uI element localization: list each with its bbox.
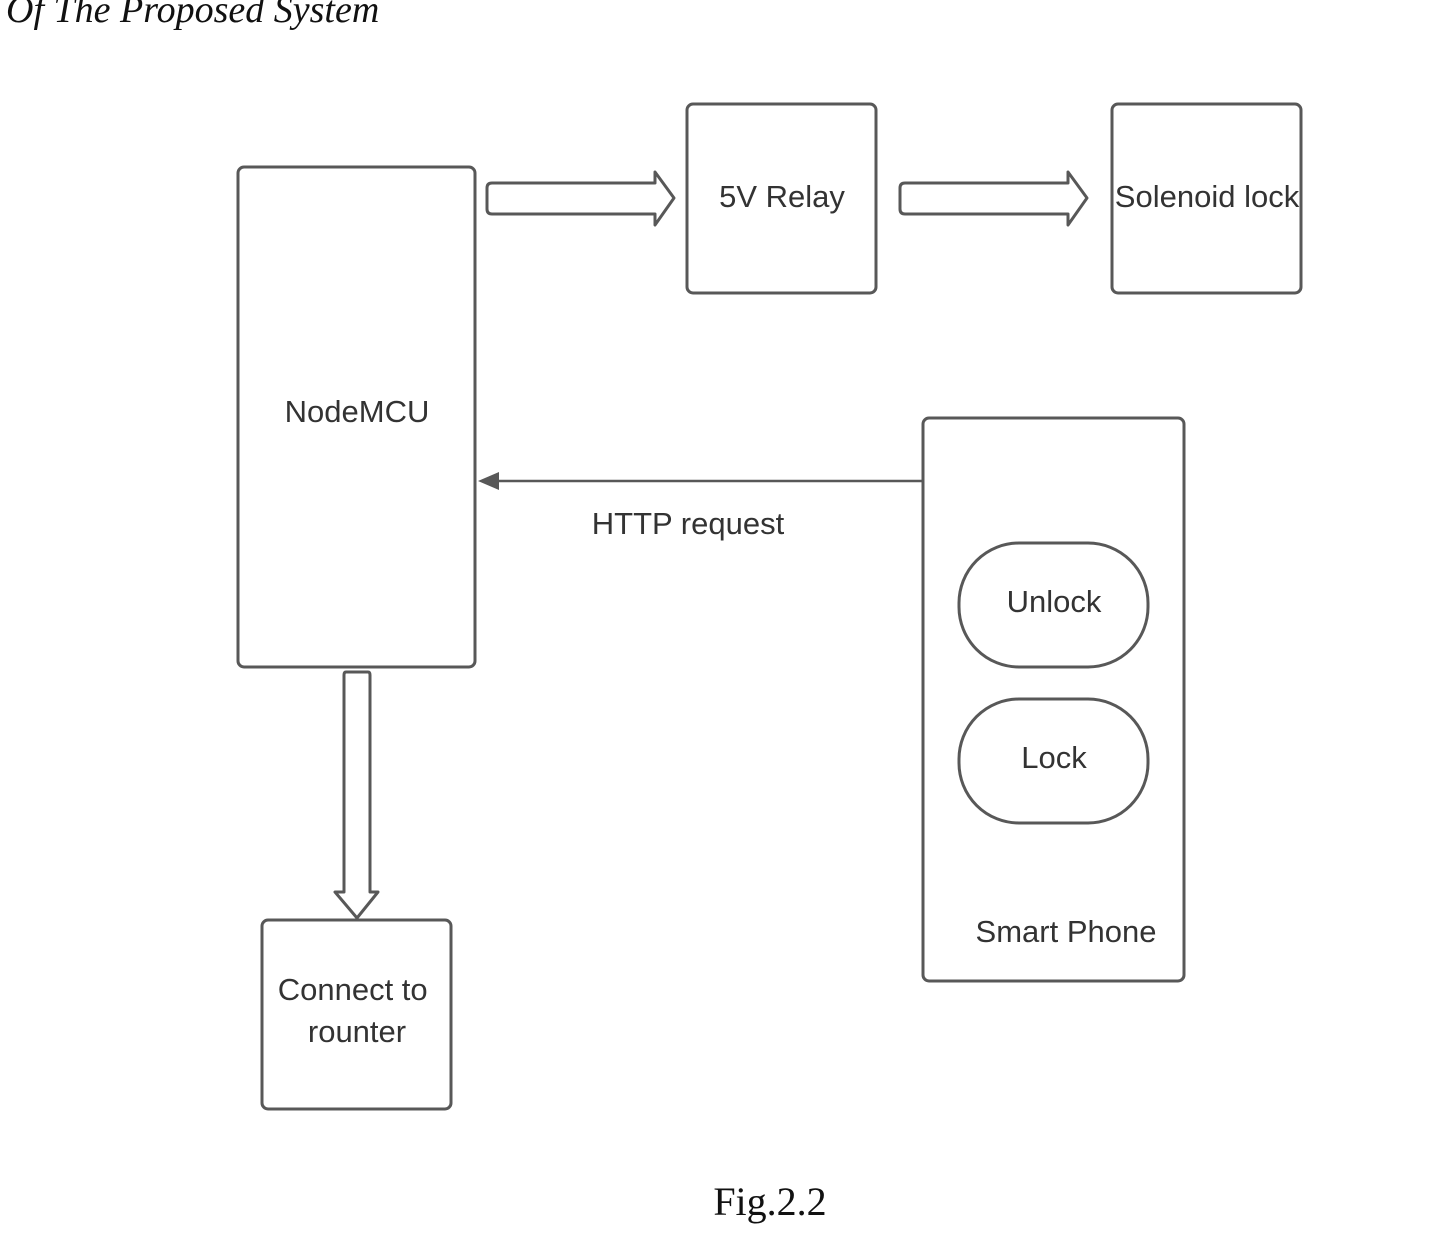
relay-label: 5V Relay: [719, 179, 845, 214]
unlock-button: Unlock: [957, 541, 1150, 669]
router-node: Connect to rounter: [260, 918, 453, 1111]
router-label-line2: rounter: [308, 1014, 406, 1049]
router-label-line1: Connect to: [278, 972, 428, 1007]
arrow-relay-to-solenoid: [898, 170, 1089, 227]
http-request-arrowhead: [478, 472, 499, 490]
lock-button: Lock: [957, 697, 1150, 825]
smartphone-label: Smart Phone: [976, 914, 1157, 949]
lock-label: Lock: [1021, 740, 1087, 775]
smartphone-node: Unlock Lock Smart Phone: [921, 416, 1186, 983]
http-request-edge: HTTP request: [478, 472, 923, 541]
arrow-nodemcu-to-relay: [485, 170, 676, 227]
nodemcu-label: NodeMCU: [285, 394, 430, 429]
unlock-label: Unlock: [1007, 584, 1102, 619]
section-heading: Of The Proposed System: [6, 0, 380, 31]
relay-node: 5V Relay: [685, 102, 878, 295]
arrow-nodemcu-to-router: [333, 670, 380, 920]
http-request-label: HTTP request: [592, 506, 785, 541]
nodemcu-node: NodeMCU: [236, 165, 477, 669]
solenoid-node: Solenoid lock: [1110, 102, 1303, 295]
figure-caption: Fig.2.2: [713, 1179, 827, 1224]
solenoid-label: Solenoid lock: [1115, 179, 1300, 214]
router-label: Connect to rounter: [278, 972, 437, 1049]
